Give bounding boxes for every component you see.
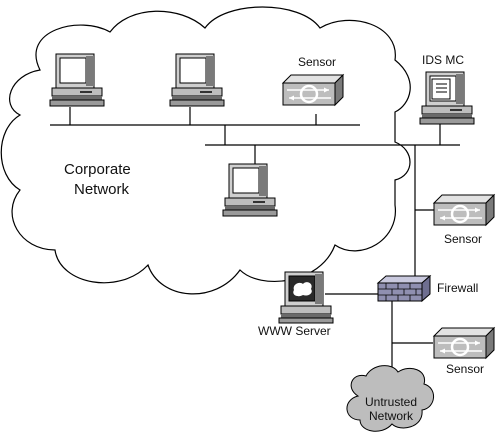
network-links xyxy=(50,107,460,380)
sensor-right-bottom-label: Sensor xyxy=(446,362,485,376)
sensor-right-top-icon[interactable] xyxy=(432,193,496,227)
firewall-label: Firewall xyxy=(437,281,479,295)
untrusted-network-label-line2: Network xyxy=(368,409,413,423)
ids-mc-icon[interactable] xyxy=(419,71,475,125)
sensor-right-top-label: Sensor xyxy=(444,232,483,246)
untrusted-network-label-line1: Untrusted xyxy=(364,395,418,409)
firewall-icon[interactable] xyxy=(376,274,432,303)
corporate-network-label-line1: Corporate xyxy=(64,161,131,178)
corporate-network-label-line2: Network xyxy=(74,181,130,198)
www-server-icon[interactable] xyxy=(278,271,334,324)
sensor-inside-icon[interactable] xyxy=(281,73,345,107)
www-server-label: WWW Server xyxy=(258,324,331,338)
corporate-network-cloud xyxy=(0,6,411,295)
sensor-inside-label: Sensor xyxy=(298,55,337,69)
sensor-right-bottom-icon[interactable] xyxy=(432,326,496,360)
ids-mc-label: IDS MC xyxy=(422,53,464,67)
untrusted-network-cloud xyxy=(346,365,434,432)
